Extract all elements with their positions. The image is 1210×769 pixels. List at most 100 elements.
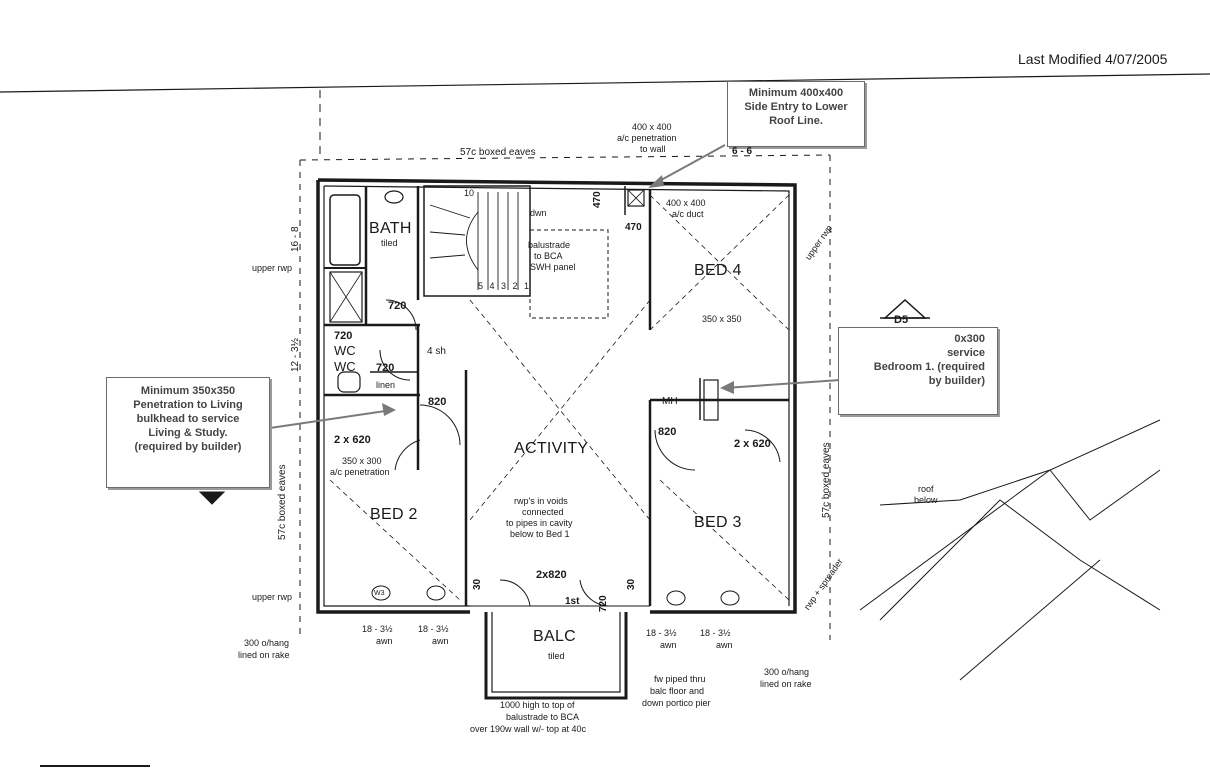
awning-size: 18 - 3½	[700, 628, 731, 638]
awning-label: awn	[660, 640, 677, 650]
eaves-note: 57c boxed eaves	[277, 464, 288, 540]
callout-bedroom1-service: 0x300 service Bedroom 1. (required by bu…	[838, 327, 998, 415]
step-label: 1st	[565, 596, 580, 607]
manhole	[703, 379, 719, 421]
manhole-label: MH	[662, 396, 678, 407]
bathtub	[329, 194, 361, 266]
last-modified: Last Modified 4/07/2005	[1018, 51, 1168, 67]
rwp-note: upper rwp	[252, 263, 293, 273]
room-label-activity: ACTIVITY	[514, 440, 589, 457]
callout-line: Minimum 400x400	[748, 87, 844, 99]
penetration-note: 350 x 300	[342, 456, 382, 466]
dimension: 720	[598, 595, 609, 612]
callout-living-penetration: Minimum 350x350 Penetration to Living bu…	[106, 377, 270, 488]
fw-note: down portico pier	[642, 698, 711, 708]
dimension: 6 - 6	[732, 146, 753, 157]
balustrade-height-note: balustrade to BCA	[506, 712, 580, 722]
callout-line: (required by builder)	[134, 441, 242, 453]
stair-label: 4 sh	[427, 346, 446, 357]
penetration-note: to wall	[640, 144, 666, 154]
overhang-note: 300 o/hang	[764, 667, 810, 677]
room-label-wc-2: WC	[334, 359, 356, 374]
door-width: 720	[334, 330, 353, 342]
callout-line: Penetration to Living	[133, 399, 243, 411]
ceiling-lines	[329, 194, 790, 601]
room-label-bed3: BED 3	[694, 514, 742, 531]
dimension: 470	[625, 222, 642, 233]
room-label-wc: WC	[334, 343, 356, 358]
awning-label: awn	[432, 636, 449, 646]
balustrade-height-note: over 190w wall w/- top at 40c	[470, 724, 587, 734]
stair-well	[423, 185, 531, 297]
door-width: 2x820	[536, 569, 567, 581]
balc-finish: tiled	[548, 651, 565, 661]
balustrade-note: to BCA	[534, 251, 563, 261]
dimension: 30	[472, 578, 483, 590]
callout-line: 0x300	[954, 333, 985, 345]
callout-side-entry: Minimum 400x400 Side Entry to Lower Roof…	[727, 81, 865, 147]
penetration-size: 350 x 350	[702, 314, 742, 324]
window-tags	[371, 585, 740, 606]
dimension: 16 - 8	[290, 226, 301, 252]
door-width: 720	[388, 300, 407, 312]
balustrade-height-note: 1000 high to top of	[500, 700, 575, 710]
penetration-note: a/c penetration	[617, 133, 677, 143]
callout-line: Living & Study.	[148, 427, 228, 439]
balustrade-note: balustrade	[528, 240, 571, 250]
awning-size: 18 - 3½	[646, 628, 677, 638]
callout-line: Minimum 350x350	[140, 385, 236, 397]
basin	[384, 190, 404, 204]
awning-label: awn	[716, 640, 733, 650]
overhang-note: 300 o/hang	[244, 638, 290, 648]
fw-note: fw piped thru	[654, 674, 706, 684]
roof-note: below	[914, 495, 938, 505]
section-marker	[198, 491, 226, 505]
stair-numbers: 5 4 3 2 1	[478, 281, 532, 291]
stair-void	[529, 229, 609, 319]
penetration-note: 400 x 400	[632, 122, 672, 132]
duct-note: a/c duct	[672, 209, 704, 219]
awning-size: 18 - 3½	[418, 624, 449, 634]
callout-line: Bedroom 1. (required	[873, 361, 985, 373]
wardrobe-size: 2 x 620	[334, 434, 371, 446]
roof-below	[859, 419, 1161, 681]
dimension: 12 - 3½	[290, 338, 301, 372]
callout-line: bulkhead to service	[136, 413, 240, 425]
bath-finish: tiled	[381, 238, 398, 248]
door-width: 720	[376, 362, 395, 374]
eaves-dashed-line	[299, 154, 831, 640]
dimension: 470	[592, 191, 603, 208]
d5-label: D5	[894, 314, 909, 326]
awning-label: awn	[376, 636, 393, 646]
balcony-wall-inner	[491, 612, 621, 693]
awning-size: 18 - 3½	[362, 624, 393, 634]
callout-line: by builder)	[928, 375, 985, 387]
stair-treads	[429, 192, 519, 290]
void-note: to pipes in cavity	[506, 518, 573, 528]
room-label-bed4: BED 4	[694, 262, 742, 279]
balcony-wall	[484, 612, 628, 700]
callout-line: Side Entry to Lower	[744, 101, 848, 113]
toilet	[337, 371, 361, 393]
inner-wall-line	[323, 185, 790, 606]
dimension: 30	[626, 578, 637, 590]
shower	[329, 271, 363, 323]
door-width: 820	[658, 426, 677, 438]
callout-line: Roof Line.	[769, 115, 823, 127]
outer-wall	[317, 178, 797, 614]
linen-label: linen	[376, 380, 396, 390]
wardrobe-size: 2 x 620	[734, 438, 771, 450]
header-rule	[0, 73, 1210, 93]
overhang-note: lined on rake	[760, 679, 812, 689]
void-note: below to Bed 1	[510, 529, 570, 539]
callout-arrows	[269, 144, 841, 429]
stair-direction: dwn	[530, 208, 547, 218]
room-label-bath: BATH	[369, 220, 412, 237]
callout-line: service	[947, 347, 985, 359]
eaves-note: 57c boxed eaves	[460, 147, 536, 158]
void-note: connected	[522, 507, 564, 517]
fw-note: balc floor and	[650, 686, 705, 696]
room-label-bed2: BED 2	[370, 506, 418, 523]
door-width: 820	[428, 396, 447, 408]
